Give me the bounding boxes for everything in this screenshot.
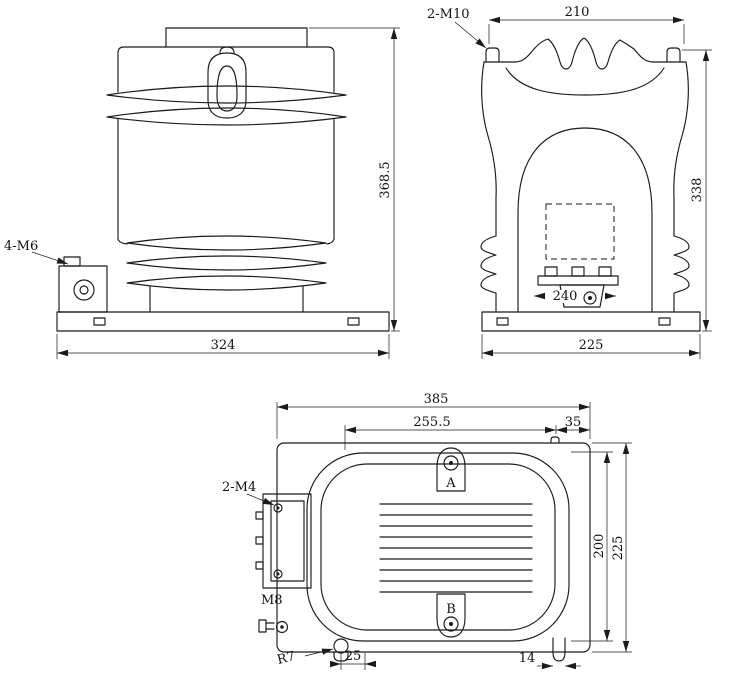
hidden-core-outline (545, 203, 615, 260)
bracket-bolt-head (63, 256, 81, 267)
side-bolt-callout: 2-M10 (427, 7, 470, 22)
plan-feet (333, 436, 566, 662)
side-view: 2-M10 210 240 (427, 5, 712, 359)
bracket-body (58, 265, 108, 313)
plan-dim-inner-width: 255.5 35 (344, 415, 590, 450)
lower-shed-1 (126, 235, 327, 251)
lower-shed-3 (126, 275, 327, 291)
front-callout-4m6: 4-M6 (4, 239, 69, 265)
upper-shed-1 (106, 85, 347, 104)
bushing-cap (219, 46, 235, 54)
base-slot-left (93, 317, 106, 326)
plan-edge-offset-dimension: 35 (565, 415, 582, 430)
plan-screw-callout: 2-M4 (222, 480, 256, 495)
plan-foot-left-dimension: 25 (345, 649, 362, 664)
front-bolt-callout: 4-M6 (4, 239, 38, 254)
plan-dim-foot-left: 25 (330, 649, 376, 670)
front-mounting-bracket (58, 256, 108, 313)
plan-dim-overall-width: 385 (276, 392, 591, 439)
terminal-a: A (436, 447, 466, 492)
plan-core-height-dimension: 200 (592, 534, 607, 559)
corrugation-right (673, 235, 690, 313)
terminal-b-hole (443, 616, 459, 632)
front-base (56, 311, 390, 332)
plan-inner-width-dimension: 255.5 (413, 415, 450, 430)
m8-stud-hole (275, 620, 289, 634)
corrugation-left (480, 235, 497, 313)
side-height-dimension: 338 (690, 178, 705, 203)
plan-dim-overall-height: 225 (592, 442, 632, 653)
side-base-plate (481, 311, 701, 332)
plan-overall-height-dimension: 225 (611, 536, 626, 561)
crown-skirt (505, 67, 665, 96)
plan-callout-r7: R7 (276, 648, 334, 668)
terminal-b-label: B (446, 602, 456, 617)
coil-outer-outline (306, 452, 570, 642)
terminal-a-hole (443, 455, 459, 471)
right-foot-slot (552, 637, 566, 662)
front-dim-height: 368.5 (309, 27, 400, 332)
side-dim-height: 338 (682, 49, 712, 332)
side-dim-top-width: 210 (488, 5, 685, 44)
plan-radius-callout: R7 (276, 649, 297, 668)
front-view: 4-M6 368.5 324 (4, 27, 400, 359)
coil-inner-outline (320, 463, 556, 631)
base-slot-right (347, 317, 360, 326)
side-center-dimension: 240 (553, 289, 578, 304)
side-base-width-dimension: 225 (579, 338, 604, 353)
plan-stud-callout: M8 (261, 593, 283, 608)
front-height-dimension: 368.5 (378, 161, 393, 198)
base-plate (56, 311, 390, 332)
core-ribs (379, 503, 533, 593)
front-width-dimension: 324 (211, 338, 236, 353)
front-dim-width: 324 (56, 334, 390, 359)
plan-view: A B 2-M4 M8 R7 (222, 392, 632, 670)
side-top-width-dimension: 210 (565, 5, 590, 20)
arch-window (517, 127, 653, 313)
secondary-terminal-block (255, 493, 312, 589)
m4-screw-top (273, 503, 283, 513)
front-body-outline (106, 27, 347, 313)
lower-shed-2 (126, 255, 327, 271)
terminal-b: B (436, 593, 466, 638)
side-bottom-bracket: 240 (534, 266, 619, 308)
plan-overall-width-dimension: 385 (424, 392, 449, 407)
bushing-outer (207, 52, 247, 119)
side-dim-base-width: 225 (481, 334, 701, 359)
plan-foot-right-dimension: 14 (519, 651, 536, 666)
plan-dim-core-height: 200 (571, 451, 613, 642)
m4-screw-bottom (273, 569, 283, 579)
plan-dim-foot-right: 14 (519, 651, 581, 670)
bolt-right (666, 47, 681, 63)
side-base (481, 311, 701, 332)
upper-shed-2 (106, 107, 347, 126)
crown-fins (483, 37, 687, 70)
bracket-plate (537, 275, 619, 286)
plan-m8-stud: M8 (258, 593, 289, 634)
top-lug (550, 436, 560, 444)
bracket-hole (73, 279, 95, 301)
terminal-a-label: A (445, 476, 456, 491)
top-terminal-block (165, 27, 308, 48)
tank-outline (276, 442, 591, 653)
bolt-left (485, 47, 500, 63)
bushing-inner (216, 65, 238, 112)
plan-callout-2m4: 2-M4 (222, 480, 275, 506)
side-body-outline (480, 37, 690, 313)
side-callout-2m10: 2-M10 (427, 7, 487, 49)
bracket-lug-hole (583, 291, 597, 305)
